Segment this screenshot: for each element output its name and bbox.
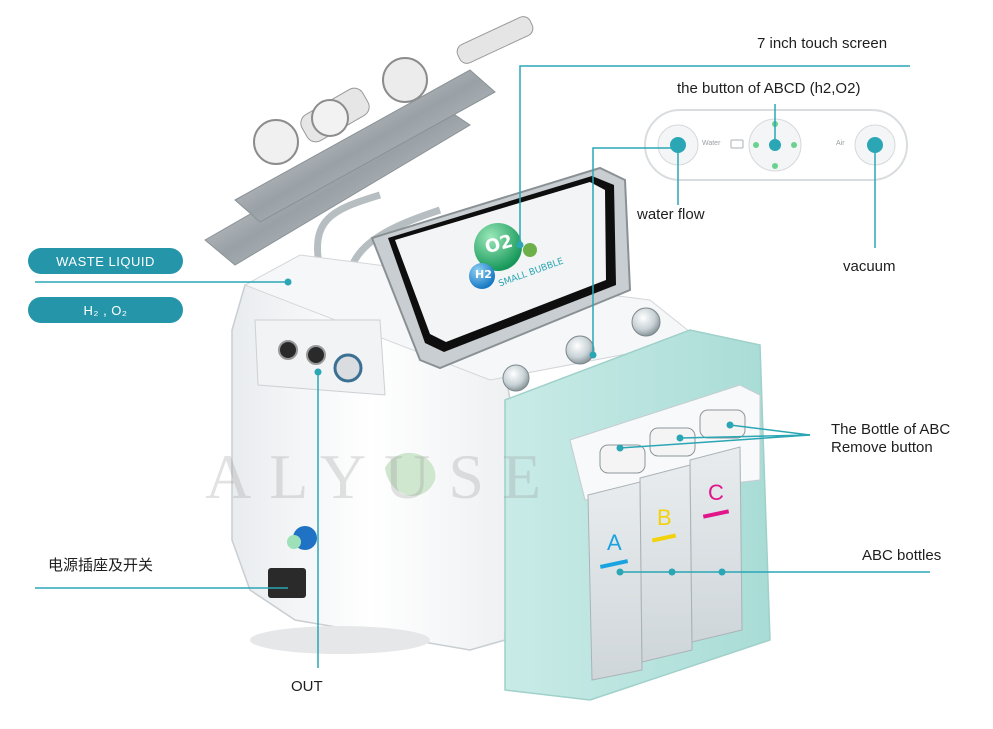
watermark: ALYUSE — [205, 441, 560, 512]
power-switch-label: 电源插座及开关 — [48, 556, 154, 574]
h2-o2-pill: H₂ , O₂ — [28, 297, 183, 323]
water-flow-label: water flow — [637, 206, 705, 223]
abc-bottles-label: ABC bottles — [862, 547, 942, 564]
body-logo — [287, 452, 436, 550]
front-ports — [278, 340, 363, 383]
waste-liquid-pill: WASTE LIQUID — [28, 248, 183, 274]
out-label: OUT — [291, 678, 323, 695]
bottle-label-a: A — [607, 530, 622, 555]
handpieces — [204, 16, 534, 301]
abc-remove-label-line2: Remove button — [831, 439, 933, 456]
control-panel-inset — [644, 109, 908, 181]
abcd-button-label: the button of ABCD (h2,O2) — [677, 80, 861, 97]
callout-dots — [284, 241, 734, 576]
vacuum-label: vacuum — [843, 258, 896, 275]
screen-logo-sub: H2 — [475, 268, 492, 281]
water-text: Water — [702, 140, 721, 147]
abc-bottles — [587, 446, 743, 681]
bottle-label-b: B — [657, 505, 672, 530]
bottle-label-c: C — [708, 480, 724, 505]
air-text: Air — [836, 140, 845, 147]
remove-buttons — [599, 409, 746, 474]
power-socket — [268, 568, 306, 598]
knobs — [502, 307, 661, 392]
touch-screen — [370, 166, 632, 370]
touch-screen-label: 7 inch touch screen — [757, 35, 888, 52]
abc-remove-label-line1: The Bottle of ABC — [831, 421, 951, 438]
